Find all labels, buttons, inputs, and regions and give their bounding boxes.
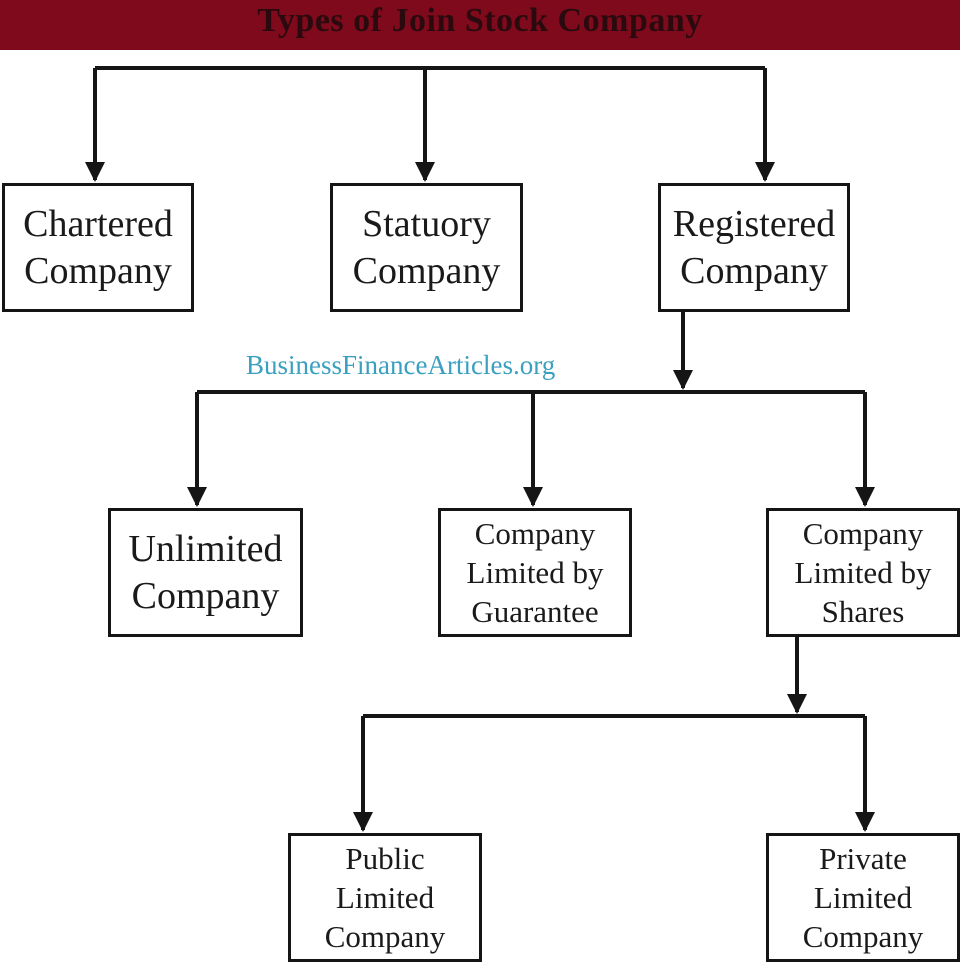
node-text: Company	[352, 249, 501, 292]
node-text: Unlimited	[128, 527, 283, 570]
node-statutory-company: Statuory Company	[330, 183, 523, 312]
node-text: Guarantee	[471, 594, 599, 629]
title-bar	[0, 0, 960, 50]
node-private-limited-company: Private Limited Company	[766, 833, 960, 962]
node-text: Limited by	[466, 555, 604, 590]
node-text: Chartered	[23, 202, 173, 245]
watermark: BusinessFinanceArticles.org	[246, 350, 556, 380]
node-text: Limited	[813, 880, 913, 915]
node-text: Public	[345, 841, 425, 876]
diagram-title: Types of Join Stock Company	[257, 2, 703, 39]
node-company-limited-by-guarantee: Company Limited by Guarantee	[438, 508, 632, 637]
node-registered-company: Registered Company	[658, 183, 850, 312]
node-text: Company	[802, 516, 924, 551]
node-company-limited-by-shares: Company Limited by Shares	[766, 508, 960, 637]
node-text: Limited	[335, 880, 435, 915]
node-text: Shares	[821, 594, 905, 629]
node-text: Company	[324, 919, 446, 954]
node-text: Limited by	[794, 555, 932, 590]
node-text: Company	[802, 919, 924, 954]
node-text: Company	[24, 249, 172, 292]
node-public-limited-company: Public Limited Company	[288, 833, 482, 962]
node-chartered-company: Chartered Company	[2, 183, 194, 312]
node-text: Company	[680, 249, 828, 292]
node-text: Registered	[672, 202, 836, 245]
node-text: Private	[819, 841, 907, 876]
node-unlimited-company: Unlimited Company	[108, 508, 303, 637]
node-text: Company	[131, 574, 280, 617]
node-text: Company	[474, 516, 596, 551]
node-text: Statuory	[362, 202, 491, 245]
